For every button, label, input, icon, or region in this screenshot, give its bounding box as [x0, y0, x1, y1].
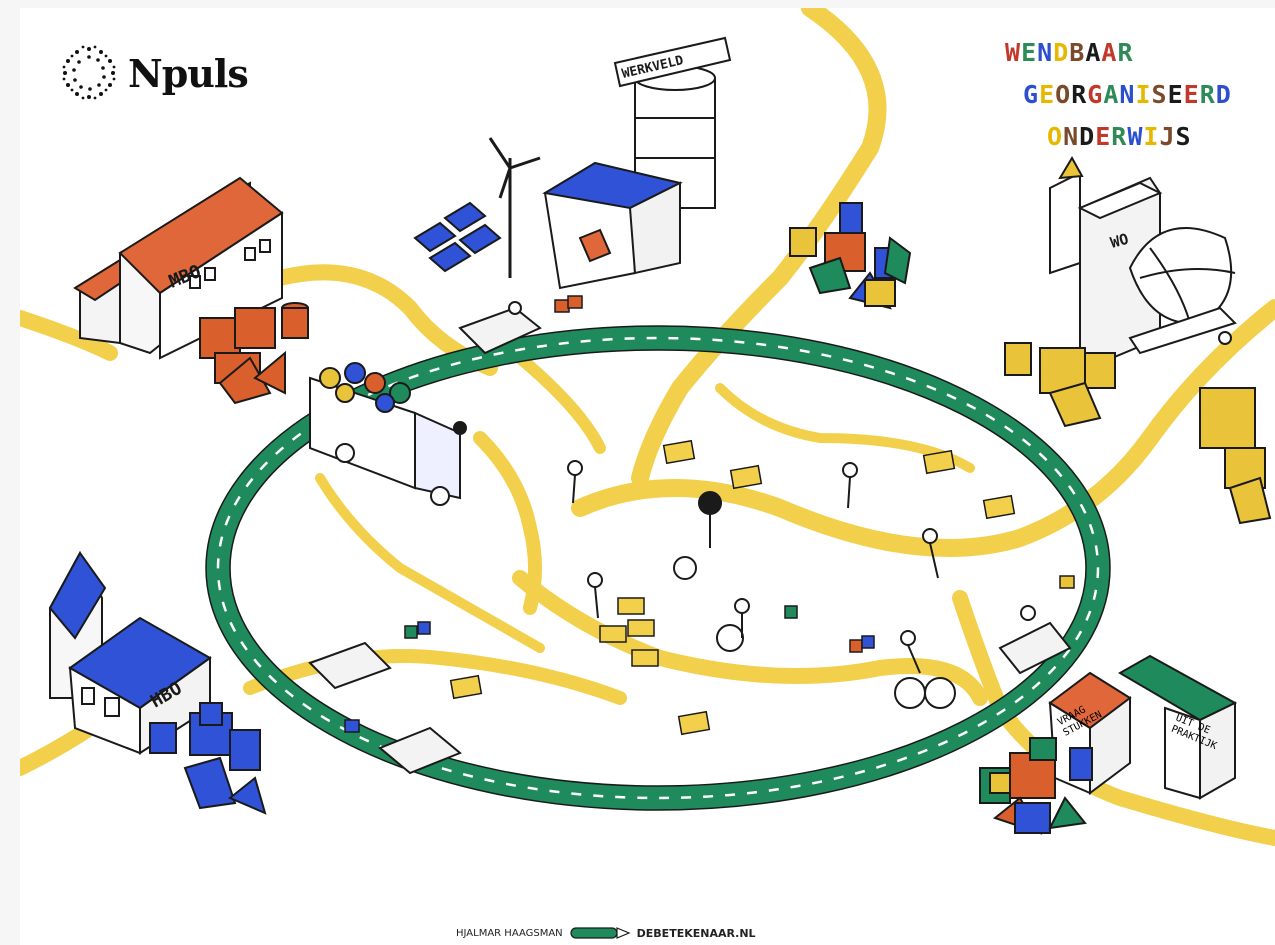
title-letter: D: [1079, 122, 1096, 151]
education-map-illustration: MBO WERKVELD: [20, 8, 1275, 846]
title-letter: I: [1135, 80, 1152, 109]
title-letter: N: [1119, 80, 1136, 109]
title-letter: G: [1087, 80, 1104, 109]
title-letter: E: [1021, 38, 1038, 67]
delivery-truck: [309, 362, 461, 506]
title-letter: R: [1111, 122, 1128, 151]
people: [453, 301, 1232, 674]
title-letter: A: [1103, 80, 1120, 109]
npuls-dots-icon: [62, 45, 116, 100]
title-letter: O: [1047, 122, 1064, 151]
ring-road: [205, 325, 1111, 811]
title-letter: D: [1053, 38, 1070, 67]
mbo-blocks: [199, 302, 309, 405]
title-letter: E: [1167, 80, 1184, 109]
hbo-building: [48, 550, 212, 755]
title-letter: W: [1127, 122, 1144, 151]
title-letter: N: [1037, 38, 1054, 67]
title-letter: W: [1005, 38, 1022, 67]
title-letter: N: [1063, 122, 1080, 151]
title-letter: G: [1023, 80, 1040, 109]
title-letter: S: [1151, 80, 1168, 109]
brand-name: Npuls: [128, 50, 249, 96]
yellow-roads: [20, 8, 1275, 846]
title-letter: R: [1071, 80, 1088, 109]
title-letter: B: [1069, 38, 1086, 67]
title-letter: O: [1055, 80, 1072, 109]
knowledge-tiles: [449, 439, 1016, 736]
title-letter: D: [1215, 80, 1232, 109]
title-line-3: ONDERWIJS: [1047, 122, 1192, 151]
title-letter: J: [1159, 122, 1176, 151]
werkveld-blocks: [789, 202, 912, 310]
site-link[interactable]: DEBETEKENAAR.NL: [636, 926, 756, 940]
title-line-1: WENDBAAR: [1005, 38, 1134, 67]
title-letter: A: [1101, 38, 1118, 67]
title-letter: R: [1117, 38, 1134, 67]
illustration-canvas: MBO WERKVELD: [20, 8, 1275, 945]
title-letter: E: [1095, 122, 1112, 151]
artist-name: HJALMAR HAAGSMAN: [456, 927, 563, 939]
title-letter: A: [1085, 38, 1102, 67]
vraagstukken-blocks: [979, 737, 1093, 835]
title-letter: I: [1143, 122, 1160, 151]
wo-building: [1049, 156, 1237, 365]
werkveld-factory: [413, 36, 732, 290]
cargo-blocks: [344, 295, 1075, 733]
mbo-building: [73, 176, 284, 360]
hbo-blocks: [149, 702, 267, 815]
title-letter: S: [1175, 122, 1192, 151]
credit-line: HJALMAR HAAGSMAN DEBETEKENAAR.NL: [456, 926, 756, 940]
title-letter: R: [1199, 80, 1216, 109]
pen-icon: [570, 927, 631, 939]
vraagstukken-building: [1048, 654, 1238, 800]
vehicles: [308, 306, 1072, 775]
title-letter: E: [1039, 80, 1056, 109]
wo-label: WO: [1108, 230, 1130, 252]
title-line-2: GEORGANISEERD: [1023, 80, 1232, 109]
wo-blocks: [1004, 342, 1272, 525]
npuls-logo[interactable]: Npuls: [60, 44, 249, 102]
title-letter: E: [1183, 80, 1200, 109]
